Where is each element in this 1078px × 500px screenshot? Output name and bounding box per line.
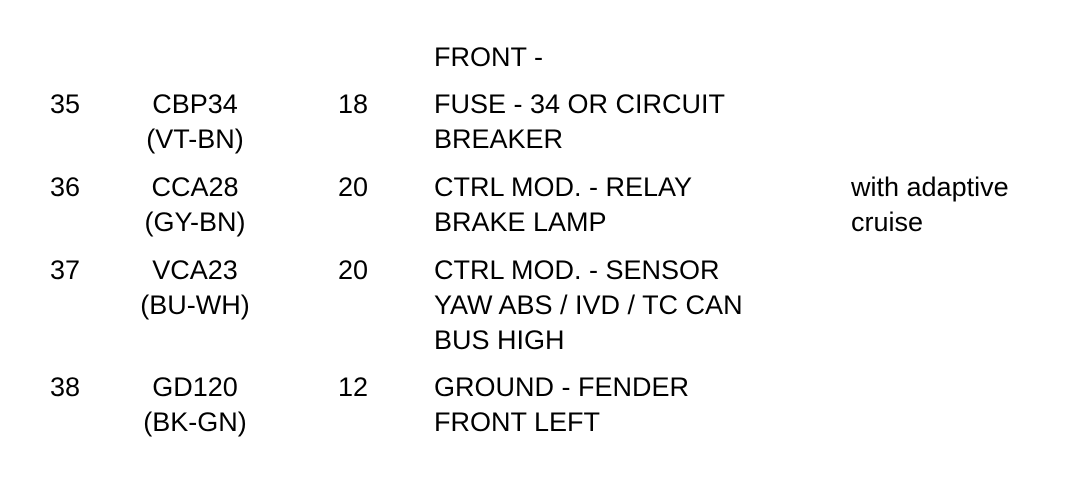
description-line: CTRL MOD. - SENSOR (434, 255, 720, 285)
circuit-cell: GD120 (BK-GN) (112, 370, 278, 440)
circuit-description: CTRL MOD. - SENSOR YAW ABS / IVD / TC CA… (434, 253, 834, 358)
circuit-id: GD120 (152, 372, 238, 402)
description-line: CTRL MOD. - RELAY (434, 172, 693, 202)
pin-number: 38 (50, 372, 81, 402)
description-line: BRAKE LAMP (434, 207, 607, 237)
wire-gauge: 12 (338, 372, 369, 402)
circuit-description: FUSE - 34 OR CIRCUIT BREAKER (434, 87, 834, 157)
circuit-note: with adaptive cruise (851, 170, 1071, 240)
pin-number: 36 (50, 172, 81, 202)
circuit-description: CTRL MOD. - RELAY BRAKE LAMP (434, 170, 834, 240)
description-line: FUSE - 34 OR CIRCUIT (434, 89, 726, 119)
description-line: FRONT LEFT (434, 407, 601, 437)
continued-description: FRONT - (434, 42, 543, 72)
description-line: BUS HIGH (434, 325, 565, 355)
circuit-id: VCA23 (152, 255, 238, 285)
circuit-id: CCA28 (151, 172, 239, 202)
note-line: with adaptive (851, 172, 1009, 202)
wire-color: (GY-BN) (144, 207, 246, 237)
wire-color: (BU-WH) (140, 290, 250, 320)
description-line: GROUND - FENDER (434, 372, 689, 402)
circuit-id: CBP34 (152, 89, 238, 119)
circuit-cell: CCA28 (GY-BN) (112, 170, 278, 240)
pin-number: 37 (50, 255, 81, 285)
circuit-description: GROUND - FENDER FRONT LEFT (434, 370, 834, 440)
note-line: cruise (851, 207, 924, 237)
pin-number: 35 (50, 89, 81, 119)
wire-color: (BK-GN) (143, 407, 247, 437)
description-line: BREAKER (434, 124, 564, 154)
wire-gauge: 18 (338, 89, 369, 119)
wire-gauge: 20 (338, 255, 369, 285)
circuit-cell: VCA23 (BU-WH) (112, 253, 278, 323)
description-line: YAW ABS / IVD / TC CAN (434, 290, 743, 320)
wire-color: (VT-BN) (146, 124, 244, 154)
circuit-cell: CBP34 (VT-BN) (112, 87, 278, 157)
wire-gauge: 20 (338, 172, 369, 202)
